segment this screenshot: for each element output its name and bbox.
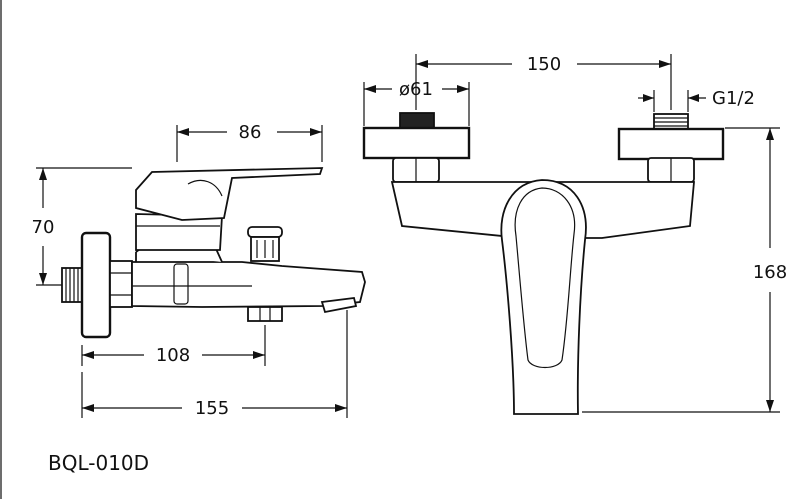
dim-label-diameter: ø61 bbox=[399, 79, 433, 100]
dim-label-86: 86 bbox=[239, 122, 262, 143]
right-flange bbox=[617, 127, 725, 161]
left-flange bbox=[362, 126, 471, 160]
dimension-spout-offset: 108 bbox=[81, 325, 266, 366]
dimension-flange-diameter: ø61 bbox=[363, 79, 470, 126]
dim-label-155: 155 bbox=[195, 398, 229, 419]
lever-front bbox=[500, 179, 587, 415]
diverter-knob bbox=[247, 226, 283, 238]
dim-label-thread: G1/2 bbox=[712, 88, 755, 109]
dimension-lever-length: 86 bbox=[176, 122, 323, 162]
front-view bbox=[362, 112, 725, 415]
model-code: BQL-010D bbox=[48, 451, 149, 475]
dimension-height: 70 bbox=[32, 167, 132, 286]
connector-nut bbox=[109, 260, 133, 308]
hose-outlet bbox=[247, 306, 283, 322]
wall-thread bbox=[61, 267, 83, 303]
dim-label-70: 70 bbox=[32, 217, 55, 238]
dimension-thread: G1/2 bbox=[638, 88, 755, 112]
dimension-centers: 150 bbox=[415, 54, 672, 110]
side-view bbox=[61, 167, 366, 339]
faucet-body bbox=[131, 261, 366, 308]
dim-label-150: 150 bbox=[527, 54, 561, 75]
dimension-overall-height: 168 bbox=[582, 127, 787, 413]
dim-label-108: 108 bbox=[156, 345, 190, 366]
spout-tip bbox=[320, 297, 358, 314]
left-thread bbox=[399, 112, 435, 129]
dimension-total-depth: 155 bbox=[81, 310, 348, 419]
wall-flange bbox=[80, 231, 112, 339]
lever-handle bbox=[135, 167, 324, 221]
dim-label-168: 168 bbox=[753, 262, 787, 283]
